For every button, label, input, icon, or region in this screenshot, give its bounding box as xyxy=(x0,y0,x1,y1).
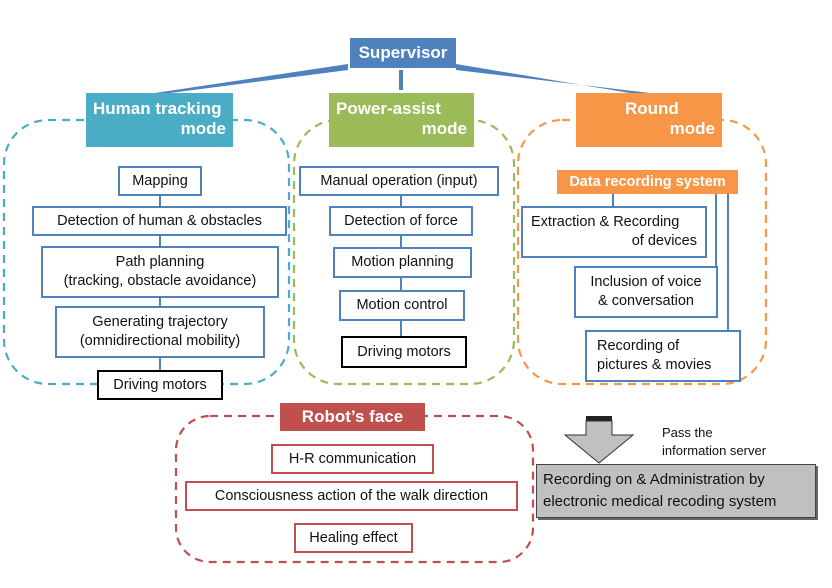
power-assist-title: Power-assist xyxy=(336,99,441,118)
step-detection-human-obstacles: Detection of human & obstacles xyxy=(32,206,287,236)
supervisor-label: Supervisor xyxy=(358,43,448,62)
supervisor-node: Supervisor xyxy=(350,38,456,68)
round-mode-word: mode xyxy=(669,119,715,138)
round-group xyxy=(516,118,768,386)
item-recording-pictures: Recording of pictures & movies xyxy=(585,330,741,382)
item-inclusion-voice: Inclusion of voice & conversation xyxy=(574,266,718,318)
human-tracking-mode-header: Human tracking mode xyxy=(86,93,233,147)
power-assist-mode-word: mode xyxy=(421,119,467,138)
step-motion-planning: Motion planning xyxy=(333,247,472,278)
robots-face-header: Robot’s face xyxy=(280,403,425,431)
human-tracking-mode-word: mode xyxy=(180,119,226,138)
item-consciousness-action: Consciousness action of the walk directi… xyxy=(185,481,518,511)
item-hr-communication: H-R communication xyxy=(271,444,434,474)
connector-supervisor-round xyxy=(456,64,650,93)
power-assist-group xyxy=(292,118,516,386)
step-motion-control: Motion control xyxy=(339,290,465,321)
data-recording-system-header: Data recording system xyxy=(557,170,738,194)
human-tracking-title: Human tracking xyxy=(93,99,222,118)
item-healing-effect: Healing effect xyxy=(294,523,413,553)
step-generating-trajectory: Generating trajectory (omnidirectional m… xyxy=(55,306,265,358)
round-title: Round xyxy=(625,99,679,118)
power-assist-mode-header: Power-assist mode xyxy=(329,93,474,147)
step-path-planning: Path planning (tracking, obstacle avoida… xyxy=(41,246,279,298)
electronic-medical-recording-box: Recording on & Administration by electro… xyxy=(536,464,816,518)
step-manual-operation: Manual operation (input) xyxy=(299,166,499,196)
pass-information-server-label: Pass the information server xyxy=(662,425,767,458)
connector-supervisor-power xyxy=(399,70,403,90)
item-extraction-recording: Extraction & Recording of devices xyxy=(521,206,707,258)
step-driving-motors-human: Driving motors xyxy=(97,370,223,400)
step-driving-motors-power: Driving motors xyxy=(341,336,467,368)
down-arrow-icon xyxy=(563,416,635,464)
step-mapping: Mapping xyxy=(118,166,202,196)
round-mode-header: Round mode xyxy=(576,93,722,147)
connector-supervisor-human xyxy=(155,64,348,93)
step-detection-of-force: Detection of force xyxy=(329,206,473,236)
